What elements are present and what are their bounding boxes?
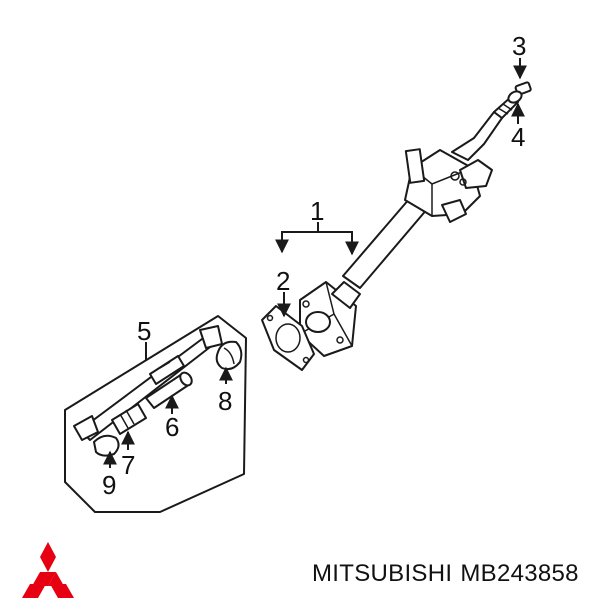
callout-3: 3 bbox=[512, 31, 526, 61]
callout-labels: 1 2 3 4 5 6 7 8 9 bbox=[102, 31, 526, 500]
part-7-short-sleeve bbox=[111, 403, 147, 435]
part-2-gasket bbox=[261, 305, 315, 371]
part-6-sleeve bbox=[145, 371, 193, 409]
steering-column bbox=[299, 95, 519, 357]
part-9-boot bbox=[93, 434, 120, 457]
callout-2: 2 bbox=[276, 266, 290, 296]
callout-6: 6 bbox=[165, 412, 179, 442]
part-8-bushing bbox=[215, 340, 243, 371]
callout-4: 4 bbox=[511, 122, 525, 152]
part-4-ring bbox=[507, 90, 523, 104]
callout-5: 5 bbox=[137, 316, 151, 346]
callout-7: 7 bbox=[121, 450, 135, 480]
three-diamond-logo-icon bbox=[22, 542, 74, 598]
callout-9: 9 bbox=[102, 470, 116, 500]
part-number: MB243858 bbox=[460, 560, 579, 587]
brand-name: MITSUBISHI bbox=[312, 560, 453, 587]
callout-1: 1 bbox=[310, 196, 324, 226]
leader-lines bbox=[103, 58, 527, 468]
brand-caption: MITSUBISHI MB243858 bbox=[312, 560, 587, 588]
callout-8: 8 bbox=[218, 386, 232, 416]
